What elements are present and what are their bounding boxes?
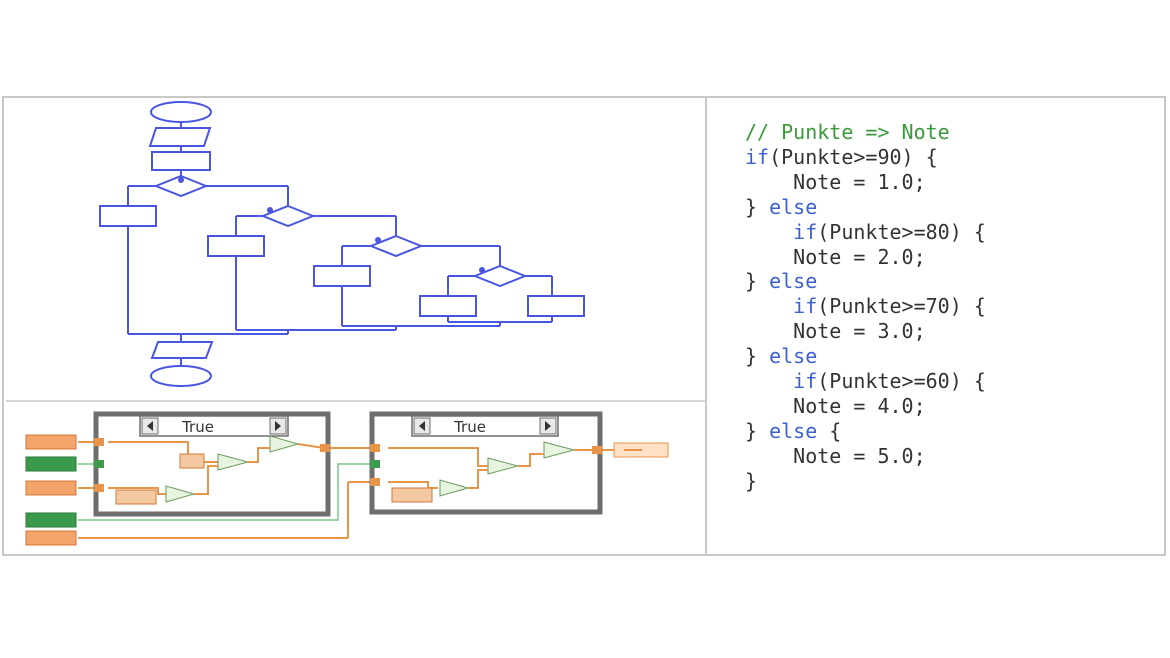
code-token-text: (Punkte>=60) { bbox=[817, 369, 986, 394]
flowchart-assign-4 bbox=[419, 295, 477, 317]
flowchart-process bbox=[151, 151, 211, 171]
code-token-text: Note = 2.0; bbox=[793, 244, 926, 269]
code-indent bbox=[745, 294, 793, 318]
code-line: Note = 1.0; bbox=[745, 170, 1155, 195]
code-token-text: { bbox=[817, 418, 842, 443]
labview-wires bbox=[78, 441, 614, 539]
flowchart-panel bbox=[99, 101, 585, 387]
code-token-keyword: if bbox=[793, 294, 818, 319]
labview-numeric-terminal bbox=[25, 480, 77, 496]
code-token-text: Note = 4.0; bbox=[793, 393, 926, 418]
labview-case-structure-2: True bbox=[369, 411, 603, 515]
code-line: } bbox=[745, 469, 1155, 494]
flowchart-decision-1 bbox=[153, 174, 209, 198]
code-token-comment: // Punkte => Note bbox=[745, 120, 950, 144]
case-selector-label: True bbox=[181, 418, 214, 436]
code-line: if(Punkte>=90) { bbox=[745, 145, 1155, 170]
labview-boolean-terminal bbox=[25, 456, 77, 472]
labview-numeric-terminal bbox=[25, 530, 77, 546]
code-line: if(Punkte>=60) { bbox=[745, 369, 1155, 394]
labview-case-structure-1: True bbox=[93, 411, 331, 517]
code-line: } else bbox=[745, 344, 1155, 369]
flowchart-assign-3 bbox=[313, 265, 371, 287]
code-line: if(Punkte>=80) { bbox=[745, 220, 1155, 245]
flowchart-end-terminal bbox=[150, 365, 212, 387]
labview-input-terminals bbox=[25, 434, 77, 546]
code-token-keyword: if bbox=[793, 369, 818, 394]
code-indent bbox=[745, 245, 793, 269]
code-token-keyword: if bbox=[745, 144, 770, 169]
code-token-text: (Punkte>=70) { bbox=[817, 294, 986, 319]
code-indent bbox=[745, 444, 793, 468]
horizontal-divider bbox=[6, 400, 705, 402]
code-token-text: Note = 5.0; bbox=[793, 443, 926, 468]
code-line: } else bbox=[745, 195, 1155, 220]
code-token-text: } bbox=[745, 344, 770, 369]
flowchart-junction-dots bbox=[178, 177, 485, 273]
code-indent bbox=[745, 170, 793, 194]
code-indent bbox=[745, 394, 793, 418]
code-line: Note = 4.0; bbox=[745, 394, 1155, 419]
flowchart-diagram bbox=[99, 101, 585, 387]
labview-block-diagram: True True bbox=[25, 411, 669, 546]
code-line: Note = 3.0; bbox=[745, 319, 1155, 344]
code-indent bbox=[745, 369, 793, 393]
flowchart-assign-1 bbox=[99, 205, 157, 227]
case-selector-label: True bbox=[453, 418, 486, 436]
labview-boolean-terminal bbox=[25, 512, 77, 528]
code-line: Note = 2.0; bbox=[745, 245, 1155, 270]
code-line: // Punkte => Note bbox=[745, 120, 1155, 145]
code-token-keyword: else bbox=[769, 269, 818, 294]
vertical-divider bbox=[705, 98, 707, 554]
code-token-text: } bbox=[745, 269, 770, 294]
flowchart-assign-5 bbox=[527, 295, 585, 317]
comparison-figure bbox=[2, 96, 1166, 556]
flowchart-assign-2 bbox=[207, 235, 265, 257]
code-line: } else { bbox=[745, 419, 1155, 444]
code-line: Note = 5.0; bbox=[745, 444, 1155, 469]
code-token-text: } bbox=[745, 194, 770, 219]
code-token-keyword: else bbox=[769, 194, 818, 219]
code-token-text: (Punkte>=90) { bbox=[769, 144, 938, 169]
code-token-text: (Punkte>=80) { bbox=[817, 219, 986, 244]
code-token-text: } bbox=[745, 418, 770, 443]
code-token-keyword: if bbox=[793, 219, 818, 244]
code-line: } else bbox=[745, 269, 1155, 294]
flowchart-start-terminal bbox=[150, 101, 212, 123]
code-line: if(Punkte>=70) { bbox=[745, 294, 1155, 319]
flowchart-input bbox=[148, 127, 212, 147]
code-token-keyword: else bbox=[769, 418, 818, 443]
flowchart-output bbox=[150, 341, 214, 359]
code-token-text: } bbox=[745, 468, 758, 493]
code-token-text: Note = 1.0; bbox=[793, 169, 926, 194]
code-indent bbox=[745, 319, 793, 343]
code-token-text: Note = 3.0; bbox=[793, 319, 926, 344]
code-token-keyword: else bbox=[769, 344, 818, 369]
code-indent bbox=[745, 220, 793, 244]
labview-numeric-terminal bbox=[25, 434, 77, 450]
